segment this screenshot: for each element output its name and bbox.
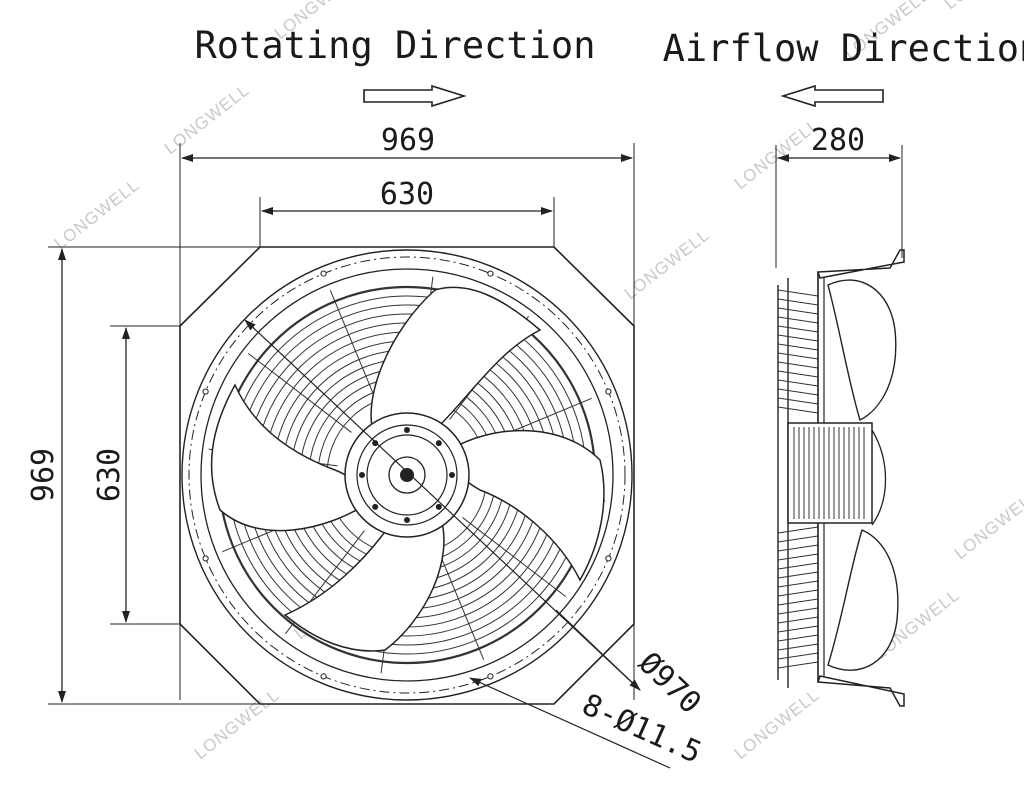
watermark-text: LONGWELL	[161, 80, 253, 158]
side-guard-wire	[777, 388, 819, 396]
housing-outer-ring	[181, 249, 633, 701]
side-guard-wire	[777, 535, 819, 543]
side-guard-wire	[777, 325, 819, 333]
side-guard-wire	[777, 379, 819, 387]
hub-bolt	[372, 440, 379, 447]
mounting-holes	[202, 270, 612, 680]
rotating-direction-arrow-icon	[363, 84, 467, 108]
side-depth-label: 280	[811, 123, 865, 158]
overall-width-label: 969	[381, 123, 435, 158]
watermark-text: LONGWELL	[951, 485, 1024, 563]
hub-bolt	[435, 440, 442, 447]
side-guard-wire	[777, 316, 819, 324]
side-guard-wire	[777, 298, 819, 306]
watermark-text: LONGWELL	[51, 175, 143, 253]
guard-spoke	[247, 352, 352, 433]
side-guard-wire	[777, 343, 819, 351]
side-guard-wire	[777, 307, 819, 315]
watermark-text: LONGWELL	[191, 685, 283, 763]
side-guard-wire	[777, 616, 819, 624]
side-guard-wire	[777, 625, 819, 633]
hub-bolt	[359, 472, 365, 478]
hub-bolt	[449, 472, 455, 478]
side-guard-wire	[777, 562, 819, 570]
side-guard-wire	[777, 397, 819, 405]
side-guard-wire	[777, 580, 819, 588]
side-guard-wire	[777, 643, 819, 651]
mounting-hole	[320, 673, 327, 680]
hub-bolt	[372, 503, 379, 510]
fan-blades	[210, 286, 605, 652]
side-guard-wire	[777, 361, 819, 369]
guard-spoke	[462, 517, 567, 598]
housing-inner-ring	[200, 268, 614, 682]
mounting-holes-leader-line	[469, 677, 671, 769]
side-wire-guard	[777, 278, 819, 688]
rotating-direction-title: Rotating Direction	[195, 24, 596, 67]
hub-bolt	[435, 503, 442, 510]
watermark-text: LONGWELL	[941, 0, 1024, 13]
watermark-text: LONGWELL	[621, 225, 713, 303]
side-guard-wire	[777, 589, 819, 597]
guard-spoke	[329, 290, 381, 411]
side-guard-wire	[777, 370, 819, 378]
mounting-hole	[320, 270, 327, 277]
side-guard-wire	[777, 553, 819, 561]
mounting-hole	[605, 388, 612, 395]
side-guard-wire	[777, 661, 819, 669]
mounting-plate	[179, 246, 635, 705]
diameter-leader-line	[244, 319, 641, 691]
hub-bolt	[404, 427, 410, 433]
side-guard-wire	[777, 634, 819, 642]
mounting-hole	[202, 388, 209, 395]
side-motor-body	[787, 422, 873, 524]
side-guard-wire	[777, 571, 819, 579]
hub-bolts	[359, 427, 455, 523]
mounting-hole-circle	[188, 256, 626, 694]
mounting-hole	[487, 270, 494, 277]
fan-blade-left	[210, 383, 366, 532]
side-guard-wire	[777, 289, 819, 297]
hub-bolt	[404, 517, 410, 523]
airflow-direction-title: Airflow Direction	[663, 27, 1024, 70]
mounting-hole	[487, 673, 494, 680]
mounting-hole	[605, 555, 612, 562]
watermark-text: LONGWELL	[731, 115, 823, 193]
side-guard-wire	[777, 352, 819, 360]
inner-height-label: 630	[92, 448, 127, 502]
side-guard-wire	[777, 598, 819, 606]
front-view: 969 630 969 630 Ø970 8-Ø1	[26, 123, 708, 771]
side-guard-wire	[777, 526, 819, 534]
side-guard-wire	[777, 607, 819, 615]
side-view: 280	[775, 123, 905, 707]
mounting-hole	[202, 555, 209, 562]
side-blade-upper	[827, 279, 897, 421]
inner-width-label: 630	[380, 177, 434, 212]
fan-blade-right	[449, 429, 605, 582]
airflow-direction-arrow-icon	[780, 84, 884, 108]
overall-height-label: 969	[26, 448, 61, 502]
side-guard-wire	[777, 652, 819, 660]
side-guard-wire	[777, 334, 819, 342]
watermark-text: LONGWELL	[731, 685, 823, 763]
side-blade-lower	[827, 529, 899, 671]
side-guard-wire	[777, 406, 819, 414]
side-guard-wire	[777, 544, 819, 552]
side-housing-flange	[816, 249, 905, 279]
side-motor-fins	[793, 427, 865, 519]
